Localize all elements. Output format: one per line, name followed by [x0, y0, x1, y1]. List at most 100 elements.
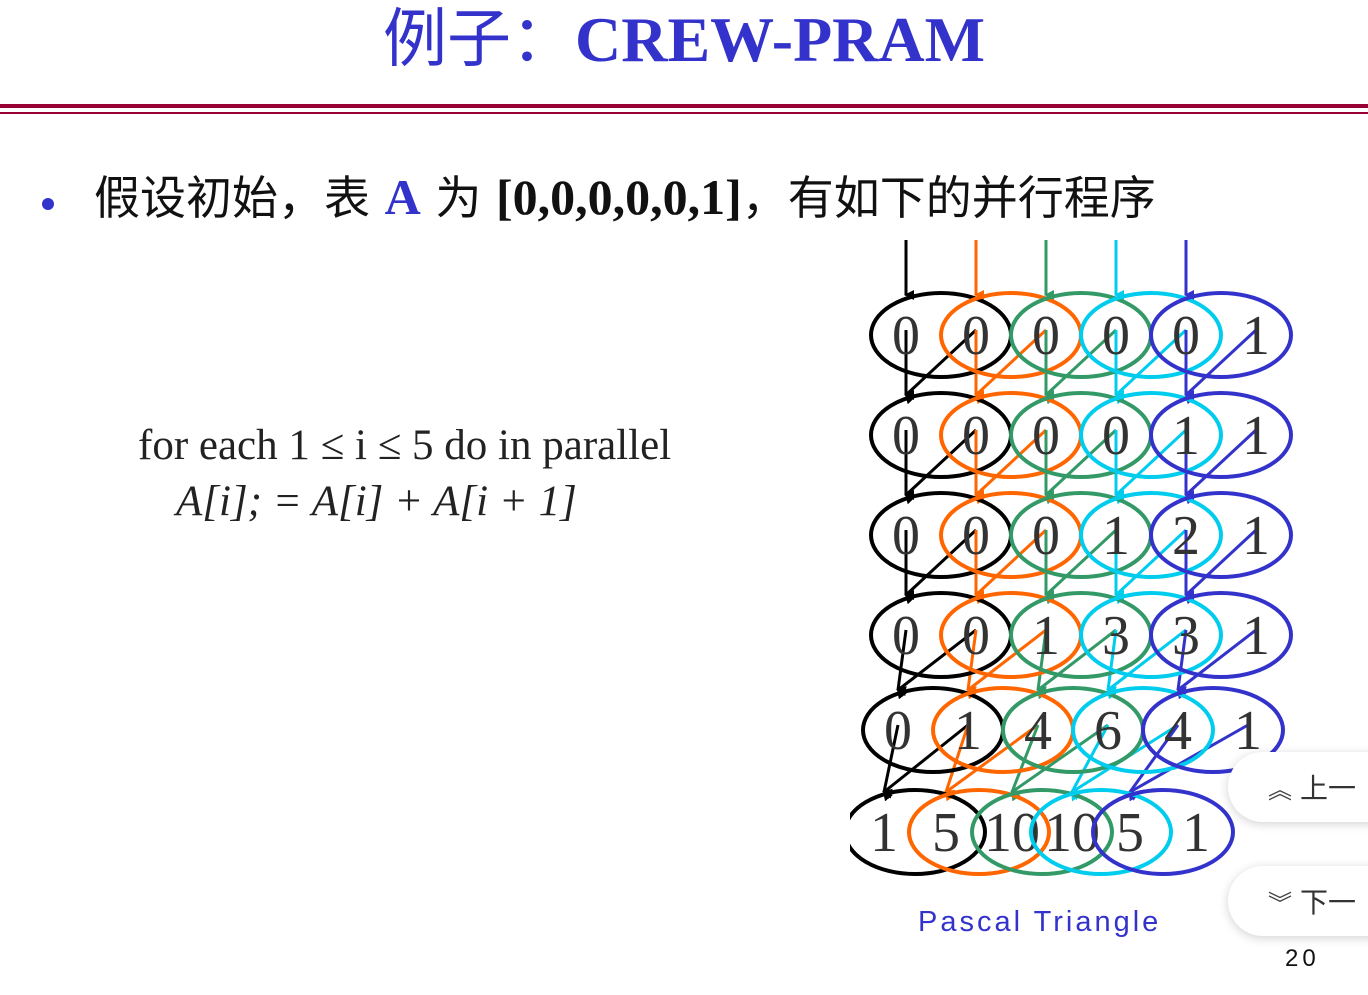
flow-arrow-c3-6: [1114, 528, 1188, 605]
triangle-cell-r1-c3: 0: [1102, 405, 1130, 467]
triangle-cell-r1-c0: 0: [892, 405, 920, 467]
title-prefix: 例子：: [383, 3, 575, 77]
double-chevron-up-icon: ︽: [1268, 775, 1292, 804]
flow-arrow-c2-2: [1044, 328, 1118, 405]
triangle-cell-r3-c5: 1: [1242, 605, 1270, 667]
flow-arrow-c1-2: [974, 328, 1048, 405]
flow-arrow-c2-8: [1036, 628, 1117, 700]
triangle-cell-r4-c5: 1: [1234, 700, 1262, 762]
flow-arrow-c2-7: [1036, 629, 1048, 697]
bullet-array: [0,0,0,0,0,1]: [495, 169, 742, 225]
bullet-part1: 假设初始，表: [94, 171, 385, 225]
flow-arrow-c3-2: [1114, 328, 1188, 405]
title-main: CREW-PRAM: [575, 4, 985, 75]
flow-arrow-c3-7: [1106, 629, 1118, 697]
flow-arrow-c0-4: [904, 428, 978, 505]
pair-ellipse-r2-c4: [1149, 491, 1293, 579]
triangle-cell-r3-c3: 3: [1102, 605, 1130, 667]
flow-arrow-c1-8: [966, 628, 1047, 700]
bullet-part3: ，有如下的并行程序: [741, 171, 1156, 225]
flow-arrow-c0-2: [904, 328, 978, 405]
triangle-cell-r5-c5: 1: [1182, 802, 1210, 864]
double-chevron-down-icon: ︾: [1268, 889, 1292, 918]
pair-ellipse-r4-c4: [1141, 686, 1285, 774]
triangle-cell-r1-c5: 1: [1242, 405, 1270, 467]
pair-ellipse-r5-c2: [970, 788, 1114, 876]
pair-ellipse-r1-c4: [1149, 391, 1293, 479]
pair-ellipse-r5-c1: [907, 788, 1051, 876]
flow-arrow-c4-9: [1128, 724, 1180, 801]
code-line-1: for each 1 ≤ i ≤ 5 do in parallel: [138, 422, 672, 469]
flow-arrow-c2-10: [1010, 723, 1109, 802]
flow-arrow-c4-8: [1176, 628, 1257, 700]
triangle-cell-r4-c2: 4: [1024, 700, 1052, 762]
next-page-label: 下一: [1300, 886, 1357, 919]
bullet-part2: 为: [420, 171, 496, 225]
flow-arrow-c3-8: [1106, 628, 1187, 700]
flow-arrow-c2-4: [1044, 428, 1118, 505]
triangle-cell-r3-c1: 0: [962, 605, 990, 667]
pair-ellipse-r0-c4: [1149, 291, 1293, 379]
title-rule-thick: [0, 104, 1368, 108]
prev-page-button[interactable]: ︽ 上一: [1228, 752, 1368, 822]
pair-ellipse-r5-c0: [850, 788, 987, 876]
diagram-caption: Pascal Triangle: [918, 906, 1162, 938]
triangle-cell-r0-c0: 0: [892, 305, 920, 367]
triangle-cell-r5-c0: 1: [870, 802, 898, 864]
bullet-dot: [42, 198, 54, 210]
triangle-cell-r2-c2: 0: [1032, 505, 1060, 567]
triangle-cell-r0-c5: 1: [1242, 305, 1270, 367]
flow-arrow-c4-7: [1176, 629, 1188, 697]
triangle-cell-r1-c4: 1: [1172, 405, 1200, 467]
pair-ellipse-r5-c3: [1029, 788, 1173, 876]
flow-arrow-c3-4: [1114, 428, 1188, 505]
triangle-cell-r2-c3: 1: [1102, 505, 1130, 567]
prev-page-label: 上一: [1300, 772, 1357, 805]
pair-ellipse-r0-c3: [1079, 291, 1223, 379]
triangle-cell-r4-c4: 4: [1164, 700, 1192, 762]
flow-arrow-c1-6: [974, 528, 1048, 605]
triangle-cell-r2-c4: 2: [1172, 505, 1200, 567]
triangle-cell-r2-c5: 1: [1242, 505, 1270, 567]
triangle-cell-r5-c3: 10: [1044, 802, 1100, 864]
page-number: 20: [1285, 945, 1320, 972]
triangle-cell-r5-c1: 5: [932, 802, 960, 864]
triangle-cell-r1-c1: 0: [962, 405, 990, 467]
pair-ellipse-r3-c3: [1079, 591, 1223, 679]
flow-arrow-c4-6: [1184, 528, 1258, 605]
flow-arrow-c0-6: [904, 528, 978, 605]
pair-ellipse-r2-c3: [1079, 491, 1223, 579]
triangle-cell-r0-c4: 0: [1172, 305, 1200, 367]
triangle-cell-r4-c0: 0: [884, 700, 912, 762]
flow-arrow-c0-10: [882, 723, 969, 802]
flow-arrow-c4-10: [1129, 723, 1249, 802]
bullet-var: A: [384, 169, 421, 225]
flow-arrow-c0-7: [896, 629, 908, 697]
flow-arrow-c1-10: [944, 723, 1039, 802]
triangle-cell-r4-c1: 1: [954, 700, 982, 762]
triangle-cell-r5-c4: 5: [1116, 802, 1144, 864]
pair-ellipse-r5-c4: [1091, 788, 1235, 876]
triangle-cell-r1-c2: 0: [1032, 405, 1060, 467]
flow-arrow-c1-9: [944, 724, 970, 800]
flow-arrow-c1-7: [966, 629, 978, 697]
triangle-cell-r2-c1: 0: [962, 505, 990, 567]
next-page-button[interactable]: ︾ 下一: [1228, 866, 1368, 936]
triangle-cell-r0-c1: 0: [962, 305, 990, 367]
triangle-cell-r3-c0: 0: [892, 605, 920, 667]
flow-arrow-c4-2: [1184, 328, 1258, 405]
slide-title: 例子：CREW-PRAM: [0, 0, 1368, 80]
triangle-cell-r0-c2: 0: [1032, 305, 1060, 367]
triangle-cell-r3-c4: 3: [1172, 605, 1200, 667]
flow-arrow-c0-9: [882, 724, 900, 799]
triangle-cell-r3-c2: 1: [1032, 605, 1060, 667]
pair-ellipse-r4-c3: [1071, 686, 1215, 774]
pair-ellipse-r1-c3: [1079, 391, 1223, 479]
flow-arrow-c0-8: [896, 628, 977, 700]
triangle-cell-r2-c0: 0: [892, 505, 920, 567]
flow-arrow-c2-6: [1044, 528, 1118, 605]
triangle-cell-r0-c3: 0: [1102, 305, 1130, 367]
bullet-text: 假设初始，表 A 为 [0,0,0,0,0,1]，有如下的并行程序: [94, 166, 1184, 229]
